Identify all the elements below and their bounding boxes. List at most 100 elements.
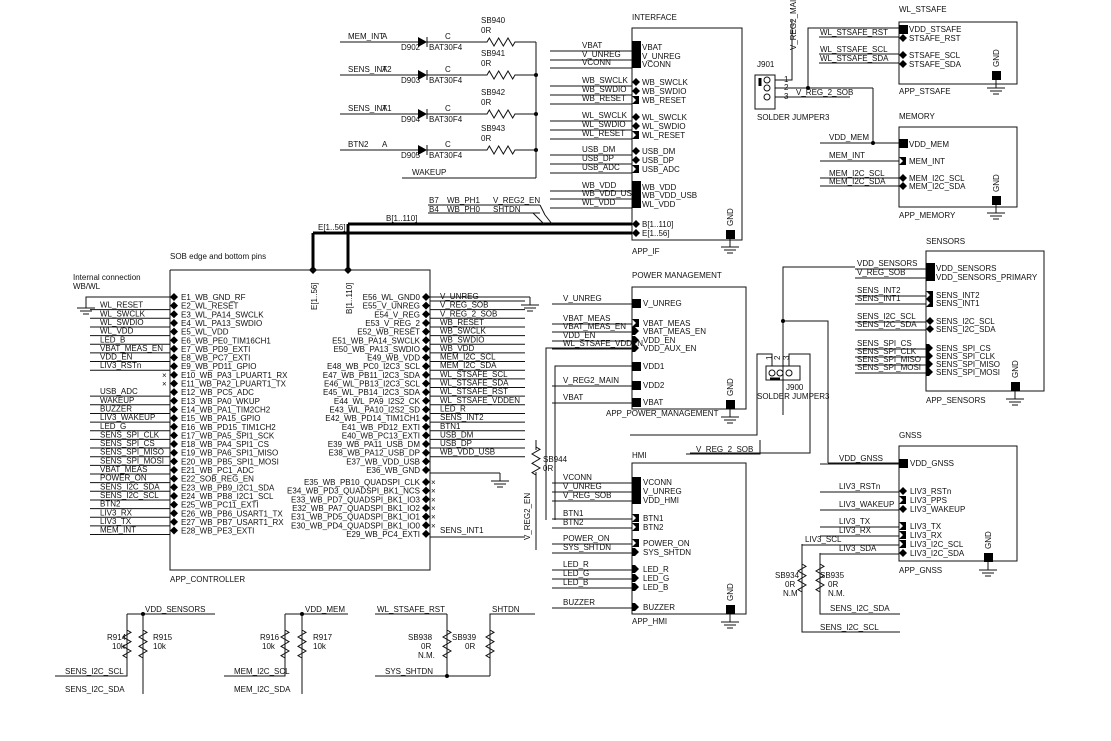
diode-pin-c: C <box>445 32 451 41</box>
net-label: WL_STSAFE_VDDEN <box>563 339 643 348</box>
gnss-pin: LIV3_RSTn <box>910 487 951 496</box>
net-label: VBAT_MEAS <box>563 314 610 323</box>
hmi-title: HMI <box>632 451 647 460</box>
solder-bridge-icon <box>815 563 825 593</box>
wire <box>630 353 773 436</box>
bus-pin-marker <box>632 229 640 237</box>
net-label: WL_RESET <box>582 129 625 138</box>
gnss-pin: VDD_GNSS <box>910 459 954 468</box>
power-pin-marker <box>899 25 908 34</box>
gnd-pin-marker <box>992 71 1001 80</box>
controller-pin-marker <box>422 293 430 301</box>
hmi-vreg-net: V_REG_2_SOB <box>696 445 753 454</box>
net-label: SENS_INT1 <box>440 526 484 535</box>
controller-pin: E33_WB_PD7_QUADSPI_BK1_IO3 <box>291 495 421 504</box>
net-label: SENS_SPI_CLK <box>100 430 160 439</box>
gnss-box <box>898 445 1018 562</box>
rail-label: VDD_SENSORS <box>145 605 205 614</box>
power-pin-marker <box>632 41 641 68</box>
memory-pin: MEM_I2C_SCL <box>909 174 965 183</box>
note-label: WB/WL <box>73 282 101 291</box>
sb-ref: SB941 <box>481 49 506 58</box>
gnd-pin-label: GND <box>992 49 1001 67</box>
controller-pin: E54_V_REG <box>374 310 420 319</box>
hmi-pin: BTN2 <box>643 523 664 532</box>
power-title: POWER MANAGEMENT <box>632 271 722 280</box>
controller-pin-marker <box>170 301 178 310</box>
net-label: WL_VDD <box>100 327 134 336</box>
net-label: SHTDN <box>492 605 520 614</box>
controller-pin-marker <box>422 379 430 388</box>
bidir-pin-marker <box>899 487 907 495</box>
controller-pin: E42_WB_PD14_TIM1CH1 <box>325 414 420 423</box>
net-label: WL_STSAFE_SDA <box>440 379 509 388</box>
r915-ref: R915 <box>153 633 173 642</box>
interface-pin: V_UNREG <box>642 52 681 61</box>
controller-pin-marker <box>422 457 430 466</box>
resistor-icon <box>280 628 290 660</box>
r917-ref: R917 <box>313 633 333 642</box>
net-label: WL_STSAFE_RST <box>377 605 445 614</box>
net-label: MEM_I2C_SDA <box>440 361 497 370</box>
wire <box>554 365 632 520</box>
net-label: SENS_I2C_SDA <box>830 604 890 613</box>
net-label: USB_DM <box>582 145 616 154</box>
no-connect-icon: × <box>431 487 436 496</box>
e-bus-label-vert: E[1..56] <box>310 282 319 310</box>
j900-body <box>765 365 801 381</box>
net-label: V_UNREG <box>563 294 602 303</box>
controller-pin: E55_V_UNREG <box>363 302 420 311</box>
controller-pin: E46_WL_PB13_I2C3_SCL <box>324 380 421 389</box>
net-label: USB_ADC <box>100 387 138 396</box>
hmi-pin: SYS_SHTDN <box>643 548 691 557</box>
controller-pin: E30_WB_PD4_QUADSPI_BK1_IO0 <box>291 521 421 530</box>
sensors-pin: SENS_INT2 <box>936 291 980 300</box>
controller-pin: E27_WB_PB7_USART1_RX <box>181 518 284 527</box>
net-label: VDD_EN <box>100 353 133 362</box>
sb-value: 0R <box>481 59 491 68</box>
wire <box>690 353 811 454</box>
sb939-value: 0R <box>465 642 475 651</box>
memory-pin: VDD_MEM <box>909 140 949 149</box>
input-pin-marker <box>899 522 906 530</box>
controller-pin-marker <box>422 388 430 397</box>
interface-pin: WL_RESET <box>642 131 685 140</box>
sensors-pin: SENS_SPI_MISO <box>936 360 1000 369</box>
sensors-pin: SENS_I2C_SCL <box>936 317 995 326</box>
bidir-pin-marker <box>632 122 640 130</box>
net-label: LIV3_RSTn <box>100 361 141 370</box>
interface-pin: WB_VDD_USB <box>642 191 697 200</box>
solder-bridge-icon <box>470 70 532 80</box>
wire <box>775 20 793 81</box>
b-bus-label-vert: B[1..110] <box>345 283 354 314</box>
controller-pin: E17_WB_PA5_SPI1_SCK <box>181 431 275 440</box>
bus-bit-b7: B7 <box>429 196 439 205</box>
hmi-footer: APP_HMI <box>632 617 667 626</box>
controller-pin: E13_WB_PA0_WKUP <box>181 397 260 406</box>
diode-pin-a: A <box>382 140 388 149</box>
gnss-pin: LIV3_WAKEUP <box>910 505 965 514</box>
controller-pin: E34_WB_PD3_QUADSPI_BK1_NCS <box>287 487 420 496</box>
controller-pin: E53_V_REG_2 <box>365 319 420 328</box>
sensors-title: SENSORS <box>926 237 965 246</box>
controller-pin-marker <box>422 310 430 319</box>
bidir-pin-marker <box>899 60 907 68</box>
resistor-icon <box>138 628 148 660</box>
diode-icon <box>418 109 427 119</box>
controller-pin: E14_WB_PA1_TIM2CH2 <box>181 405 271 414</box>
power-pin: VDD_AUX_EN <box>643 344 697 353</box>
controller-pin-marker <box>170 448 178 457</box>
gnd-pin-marker <box>984 553 993 562</box>
power-footer: APP_POWER_MANAGEMENT <box>606 409 719 418</box>
net-label: BTN2 <box>100 500 121 509</box>
output-pin-marker <box>632 336 639 344</box>
net-label: V_REG_SOB <box>563 491 611 500</box>
net-label: USB_DP <box>440 439 472 448</box>
wakeup-label: WAKEUP <box>412 168 446 177</box>
controller-footer: APP_CONTROLLER <box>170 575 245 584</box>
controller-pin-marker <box>422 405 430 414</box>
stsafe-pin: STSAFE_SDA <box>909 60 962 69</box>
controller-pin: E5_WL_VDD <box>181 328 229 337</box>
net-label: LIV3_WAKEUP <box>100 413 155 422</box>
no-connect-icon: × <box>431 513 436 522</box>
